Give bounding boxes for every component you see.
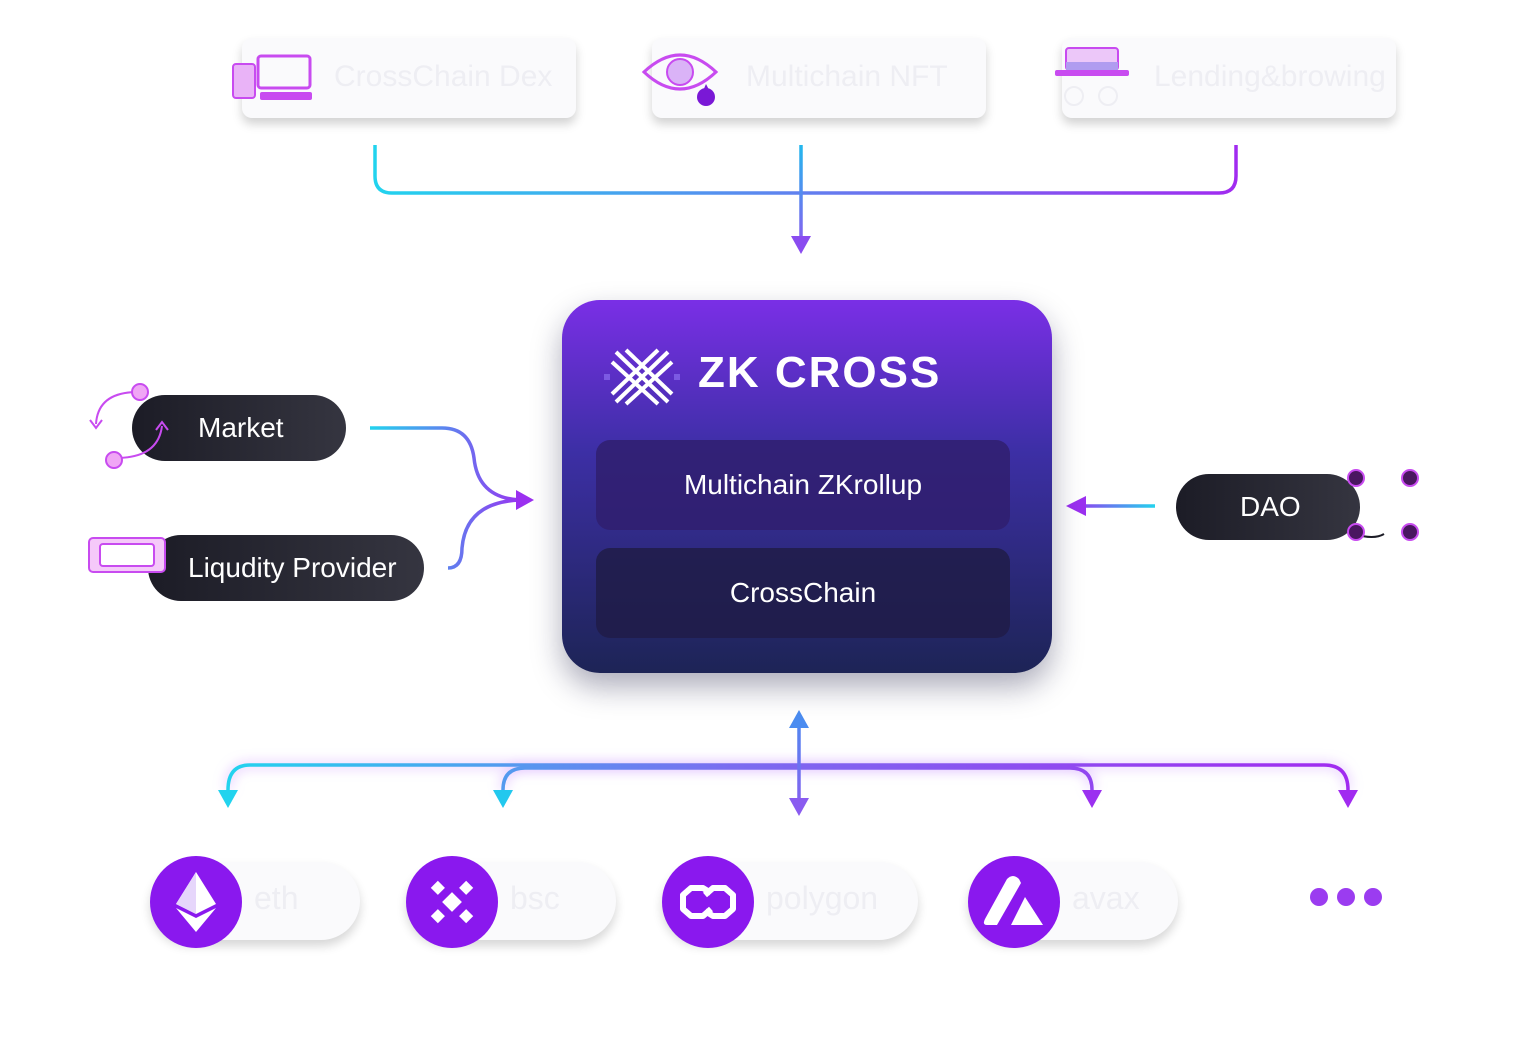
left-arrow-head <box>516 490 534 510</box>
layer-crosschain: CrossChain <box>596 548 1010 638</box>
arrow-more <box>1338 790 1358 808</box>
top-down-arrow <box>791 236 811 254</box>
dot <box>1364 888 1382 906</box>
lp-connector <box>447 498 521 570</box>
hat-glasses-icon <box>1055 47 1129 106</box>
chain-circle <box>968 856 1060 948</box>
dot <box>1337 888 1355 906</box>
market-connector <box>370 426 521 502</box>
dao-label: DAO <box>1240 491 1301 522</box>
arrow-bsc <box>493 790 513 808</box>
chain-card-polygon[interactable]: polygon <box>662 856 918 948</box>
chain-card-avax[interactable]: avax <box>968 856 1178 948</box>
top-bracket-line <box>373 145 1238 195</box>
chain-circle <box>150 856 242 948</box>
liquidity-provider-pill[interactable]: Liqudity Provider <box>148 535 424 601</box>
more-dots-icon[interactable] <box>1310 888 1382 906</box>
avalanche-icon <box>983 876 1043 925</box>
layer-label: Multichain ZKrollup <box>683 469 923 500</box>
chain-circle <box>406 856 498 948</box>
bottom-main-line <box>226 763 1350 791</box>
chain-label: polygon <box>766 880 879 916</box>
bottom-down-arrow <box>789 798 809 816</box>
market-label: Market <box>198 412 284 443</box>
chain-circle <box>662 856 754 948</box>
swap-arrows-icon <box>89 383 169 469</box>
arrow-avax <box>1082 790 1102 808</box>
dao-arrow-head <box>1066 496 1086 516</box>
dao-pill[interactable]: DAO <box>1176 474 1360 540</box>
top-card-label: CrossChain Dex <box>334 60 553 93</box>
top-card-label: Multichain NFT <box>746 60 948 93</box>
chain-label: eth <box>254 880 299 916</box>
top-card-label: Lending&browing <box>1154 60 1386 93</box>
top-card-crosschain-dex[interactable]: CrossChain Dex <box>242 38 576 118</box>
binance-icon <box>430 880 474 924</box>
chain-label: bsc <box>510 880 560 916</box>
brand-title: ZK CROSS <box>698 348 942 397</box>
layer-zkrollup: Multichain ZKrollup <box>596 440 1010 530</box>
dot <box>1310 888 1328 906</box>
chain-card-eth[interactable]: eth <box>150 856 360 948</box>
chain-card-bsc[interactable]: bsc <box>406 856 616 948</box>
bottom-up-arrow <box>789 710 809 728</box>
network-dots-icon <box>1347 469 1419 541</box>
chain-label: avax <box>1072 880 1140 916</box>
polygon-icon <box>680 885 736 919</box>
layer-label: CrossChain <box>729 577 877 608</box>
laptop-tablet-icon <box>232 54 312 100</box>
eye-drop-icon <box>641 53 719 106</box>
wallet-icon <box>88 537 166 573</box>
zkcross-logo-icon <box>604 348 680 406</box>
ethereum-icon <box>176 872 216 932</box>
liquidity-provider-label: Liqudity Provider <box>188 552 397 583</box>
arrow-eth <box>218 790 238 808</box>
zkcross-core: ZK CROSS Multichain ZKrollup CrossChain <box>562 300 1052 673</box>
